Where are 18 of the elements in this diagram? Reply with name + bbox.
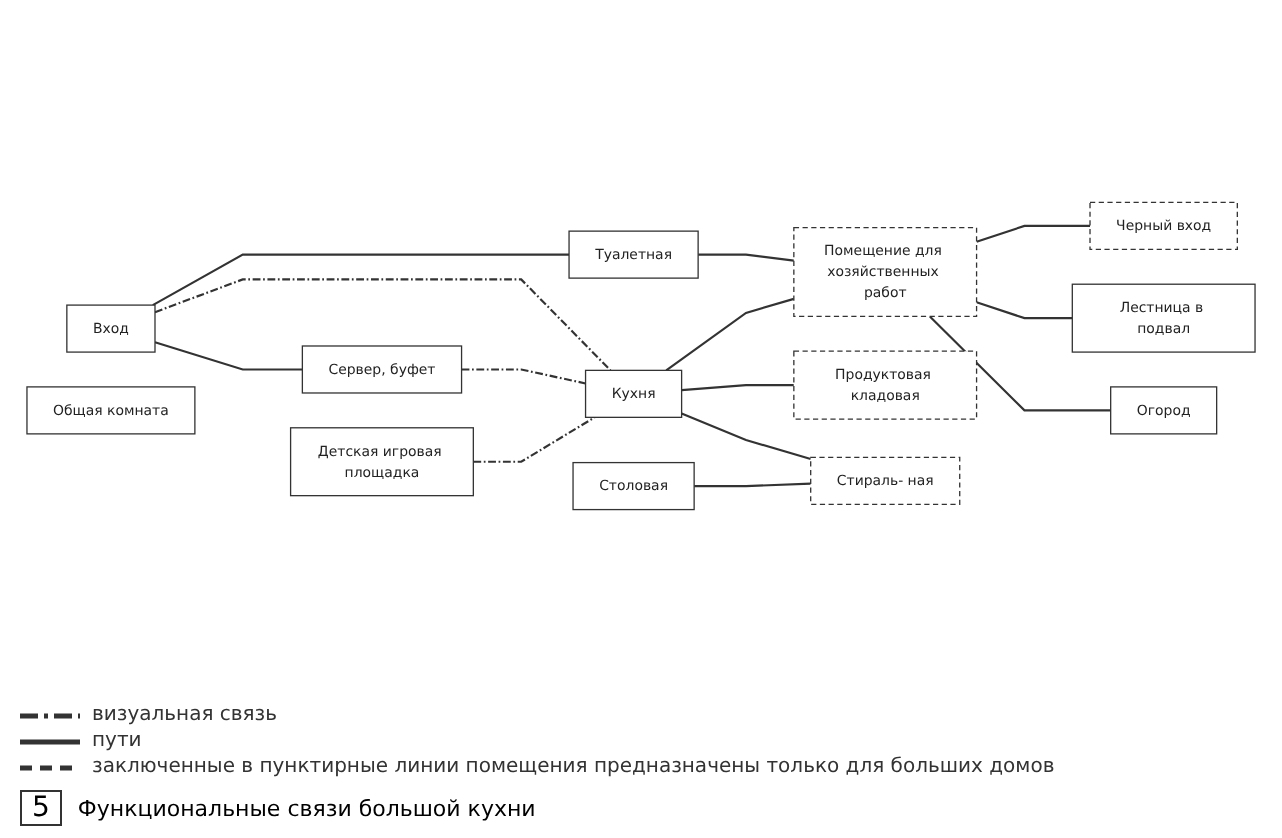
connector [152, 253, 570, 307]
connector [461, 368, 586, 385]
connector [694, 482, 811, 488]
caption: Функциональные связи большой кухни [77, 795, 536, 821]
legend-text: заключенные в пунктирные линии помещения предназначены только для больших домов [92, 756, 1055, 778]
connector [681, 384, 794, 392]
connector [665, 297, 795, 372]
figure-number: 5 [20, 790, 62, 826]
legend-text: пути [92, 730, 142, 752]
connector [976, 301, 1073, 320]
connector [929, 315, 1111, 412]
connector [698, 253, 794, 262]
connector [681, 412, 811, 461]
connector [154, 341, 303, 371]
connector [154, 278, 612, 372]
connector [976, 224, 1090, 243]
connector [473, 416, 596, 463]
legend-text: визуальная связь [92, 704, 278, 726]
